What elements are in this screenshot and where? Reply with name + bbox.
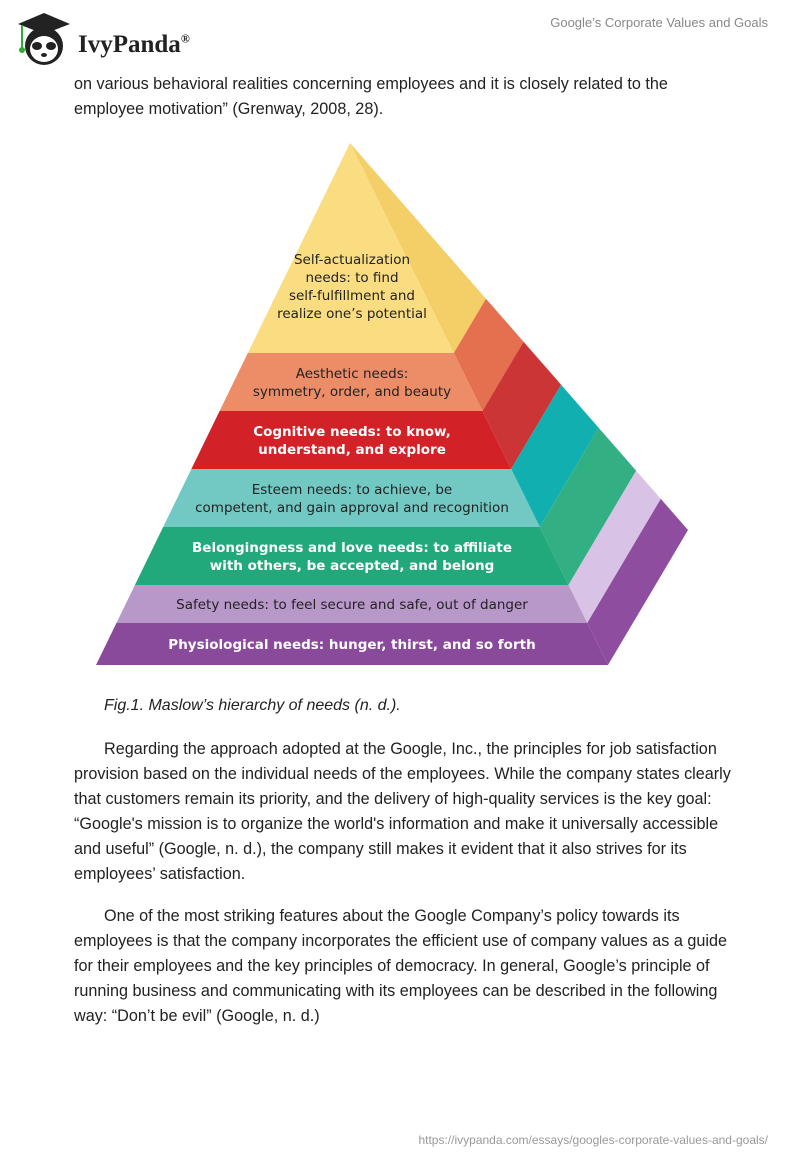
pyramid-level-label: Self-actualization	[294, 252, 410, 268]
pyramid-side-level-5	[539, 427, 637, 585]
paragraph-intro: on various behavioral realities concerni…	[74, 75, 668, 118]
paragraph-policy: One of the most striking features about …	[74, 907, 727, 1025]
pyramid-side-level-3	[482, 341, 562, 469]
pyramid-level-label: Esteem needs: to achieve, be	[252, 482, 452, 498]
pyramid-level-label: symmetry, order, and beauty	[253, 384, 451, 400]
pyramid-level-label: self-fulfillment and	[289, 288, 415, 304]
panda-graduate-icon	[18, 13, 70, 65]
pyramid-level-7	[96, 623, 608, 665]
pyramid-level-label: Safety needs: to feel secure and safe, o…	[176, 597, 528, 613]
pyramid-level-label: realize one’s potential	[277, 306, 427, 322]
ivypanda-logo[interactable]: IvyPanda®	[14, 10, 190, 70]
pyramid-level-6	[116, 585, 588, 623]
pyramid-level-3	[191, 411, 512, 469]
pyramid-level-label: Aesthetic needs:	[296, 366, 409, 382]
pyramid-side-level-7	[587, 498, 688, 665]
pyramid-level-label: Cognitive needs: to know,	[253, 424, 451, 440]
pyramid-level-4	[163, 469, 540, 527]
pyramid-level-label: with others, be accepted, and belong	[210, 558, 495, 574]
document-title: Google’s Corporate Values and Goals	[550, 15, 768, 30]
pyramid-level-2	[219, 353, 483, 411]
pyramid-side-level-6	[568, 470, 661, 623]
pyramid-side-level-2	[453, 298, 524, 411]
pyramid-level-label: Physiological needs: hunger, thirst, and…	[168, 637, 535, 653]
paragraph-approach: Regarding the approach adopted at the Go…	[74, 740, 731, 883]
pyramid-level-label: Belongingness and love needs: to affilia…	[192, 540, 512, 556]
pyramid-side-level-1	[350, 143, 486, 353]
pyramid-level-label: needs: to find	[305, 270, 398, 286]
brand-name: IvyPanda®	[78, 31, 190, 59]
figure-caption: Fig.1. Maslow’s hierarchy of needs (n. d…	[104, 697, 401, 714]
registered-mark: ®	[180, 31, 190, 46]
pyramid-side-level-4	[511, 384, 599, 527]
pyramid-level-5	[134, 527, 569, 585]
pyramid-level-1	[247, 143, 454, 353]
source-url[interactable]: https://ivypanda.com/essays/googles-corp…	[418, 1133, 768, 1147]
pyramid-level-label: competent, and gain approval and recogni…	[195, 500, 509, 516]
pyramid-level-label: understand, and explore	[258, 442, 446, 458]
brand-text: IvyPanda	[78, 31, 181, 58]
